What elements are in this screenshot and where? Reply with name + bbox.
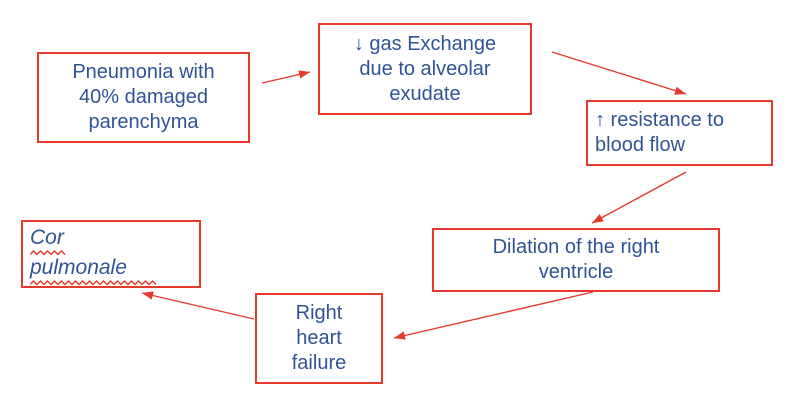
node-cor-pulmonale: Cor pulmonale [21,220,201,288]
arrow-right-heart-failure-to-cor-pulmonale [141,292,255,320]
node-gas-exchange-line: ↓ gas Exchange [353,32,497,55]
node-resistance: ↑ resistance to blood flow [586,100,773,166]
node-dilation-line: ventricle [538,261,614,283]
arrowhead-icon [298,70,310,79]
spellcheck-squiggle-icon [30,280,156,286]
arrowhead-icon [394,331,406,340]
node-right-heart-failure-line: heart [296,327,342,349]
node-dilation: Dilation of the right ventricle [432,228,720,292]
arrow-resistance-to-dilation [591,171,687,224]
node-cor-pulmonale-line: Cor [30,226,66,256]
node-gas-exchange-line: due to alveolar [359,57,491,80]
node-pneumonia-line: Pneumonia with [72,61,215,83]
node-resistance-line: ↑ resistance to [595,109,724,131]
arrowhead-icon [674,86,686,95]
cor-word: Cor [30,226,64,249]
node-gas-exchange: ↓ gas Exchange due to alveolar exudate [318,23,532,115]
node-pneumonia-line: 40% damaged [79,86,208,108]
pulmonale-word: pulmonale [30,256,127,279]
node-right-heart-failure-line: Right [295,302,343,324]
arrow-pneumonia-to-gas-exchange [261,71,311,84]
arrowhead-icon [592,214,604,223]
node-pneumonia: Pneumonia with 40% damaged parenchyma [37,52,250,143]
node-pneumonia-line: parenchyma [88,111,199,133]
node-resistance-line: blood flow [595,134,686,156]
node-dilation-line: Dilation of the right [492,236,660,258]
arrow-dilation-to-right-heart-failure [393,291,594,339]
arrowhead-icon [142,291,154,300]
node-cor-pulmonale-line: pulmonale [30,256,156,286]
spellcheck-squiggle-icon [30,250,66,256]
arrow-gas-exchange-to-resistance [551,51,687,95]
node-right-heart-failure: Right heart failure [255,293,383,384]
node-right-heart-failure-line: failure [291,352,347,374]
node-gas-exchange-line: exudate [389,82,461,105]
